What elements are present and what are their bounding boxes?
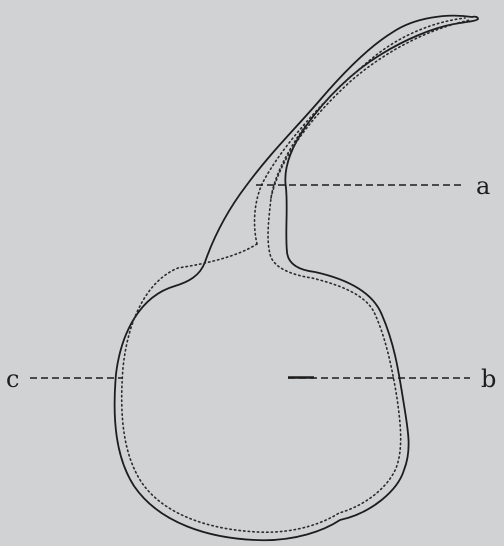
label-a: a (476, 172, 490, 200)
label-b: b (481, 365, 496, 393)
label-c: c (6, 365, 19, 393)
